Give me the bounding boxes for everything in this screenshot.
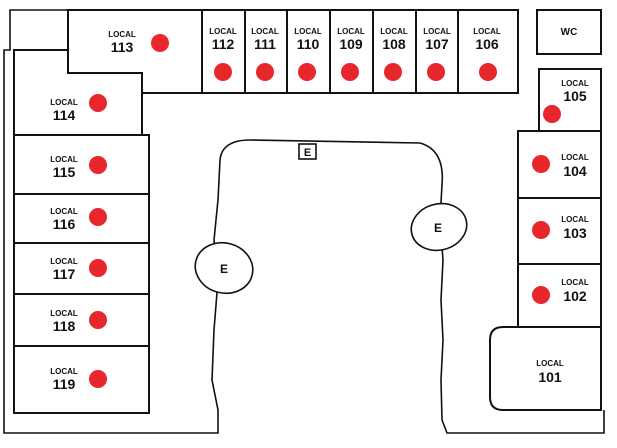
status-marker-dot xyxy=(89,208,107,226)
local-word: LOCAL xyxy=(209,27,237,36)
local-number: 110 xyxy=(297,36,320,52)
local-number: 116 xyxy=(53,216,76,232)
entrance-right[interactable]: E xyxy=(406,198,472,257)
local-word: LOCAL xyxy=(251,27,279,36)
entrance-left[interactable]: E xyxy=(190,236,259,299)
status-marker-dot xyxy=(341,63,359,81)
local-103[interactable]: LOCAL 103 xyxy=(517,197,602,265)
local-word: LOCAL xyxy=(561,153,589,162)
status-marker-dot xyxy=(543,105,561,123)
local-110[interactable]: LOCAL 110 xyxy=(286,9,331,94)
local-number: 119 xyxy=(53,376,76,392)
local-word: LOCAL xyxy=(561,215,589,224)
local-number: 103 xyxy=(563,225,587,241)
local-number: 104 xyxy=(563,163,587,179)
status-marker-dot xyxy=(298,63,316,81)
local-number: 115 xyxy=(53,164,76,180)
local-116[interactable]: LOCAL 116 xyxy=(13,193,150,244)
entrance-label: E xyxy=(220,262,228,276)
local-word: LOCAL xyxy=(380,27,408,36)
wc-room[interactable]: WC xyxy=(536,9,602,55)
local-word: LOCAL xyxy=(423,27,451,36)
status-marker-dot xyxy=(151,34,169,52)
local-111[interactable]: LOCAL 111 xyxy=(244,9,288,94)
local-word: LOCAL xyxy=(473,27,501,36)
local-word: LOCAL xyxy=(294,27,322,36)
local-number: 117 xyxy=(53,266,76,282)
local-number: 113 xyxy=(111,39,134,55)
local-112[interactable]: LOCAL 112 xyxy=(201,9,246,94)
local-101[interactable]: LOCAL 101 xyxy=(489,326,602,411)
local-word: LOCAL xyxy=(50,155,78,164)
local-number: 101 xyxy=(538,369,562,385)
local-number: 108 xyxy=(382,36,406,52)
entrance-label: E xyxy=(304,147,311,159)
status-marker-dot xyxy=(532,221,550,239)
status-marker-dot xyxy=(89,94,107,112)
local-word: LOCAL xyxy=(50,98,78,107)
status-marker-dot xyxy=(427,63,445,81)
entrance-label: E xyxy=(434,221,442,235)
left-wing-outline xyxy=(3,9,605,434)
local-word: LOCAL xyxy=(108,30,136,39)
local-119[interactable]: LOCAL 119 xyxy=(13,345,150,414)
local-word: LOCAL xyxy=(536,359,564,368)
status-marker-dot xyxy=(532,286,550,304)
local-word: LOCAL xyxy=(50,309,78,318)
local-number: 109 xyxy=(339,36,363,52)
local-114[interactable]: LOCAL 114 xyxy=(13,49,143,136)
local-number: 118 xyxy=(53,318,76,334)
local-108[interactable]: LOCAL 108 xyxy=(372,9,417,94)
local-word: LOCAL xyxy=(50,367,78,376)
wc-label: WC xyxy=(561,27,578,38)
local-102[interactable]: LOCAL 102 xyxy=(517,263,602,328)
status-marker-dot xyxy=(479,63,497,81)
local-115[interactable]: LOCAL 115 xyxy=(13,134,150,195)
local-104[interactable]: LOCAL 104 xyxy=(517,130,602,199)
local-number: 111 xyxy=(254,36,276,52)
local-word: LOCAL xyxy=(561,79,589,88)
local-word: LOCAL xyxy=(50,257,78,266)
local-number: 106 xyxy=(475,36,499,52)
status-marker-dot xyxy=(89,311,107,329)
local-number: 102 xyxy=(563,288,587,304)
local-109[interactable]: LOCAL 109 xyxy=(329,9,374,94)
status-marker-dot xyxy=(214,63,232,81)
local-117[interactable]: LOCAL 117 xyxy=(13,242,150,295)
local-word: LOCAL xyxy=(561,278,589,287)
local-106[interactable]: LOCAL 106 xyxy=(457,9,519,94)
local-105[interactable]: LOCAL 105 xyxy=(538,68,602,132)
local-number: 114 xyxy=(53,107,76,123)
local-118[interactable]: LOCAL 118 xyxy=(13,293,150,347)
local-word: LOCAL xyxy=(50,207,78,216)
status-marker-dot xyxy=(89,259,107,277)
local-word: LOCAL xyxy=(337,27,365,36)
status-marker-dot xyxy=(89,156,107,174)
entrance-top[interactable]: E xyxy=(298,143,317,160)
status-marker-dot xyxy=(532,155,550,173)
local-number: 107 xyxy=(425,36,449,52)
local-number: 105 xyxy=(563,88,587,104)
status-marker-dot xyxy=(256,63,274,81)
status-marker-dot xyxy=(384,63,402,81)
local-107[interactable]: LOCAL 107 xyxy=(415,9,459,94)
status-marker-dot xyxy=(89,370,107,388)
local-number: 112 xyxy=(212,36,235,52)
